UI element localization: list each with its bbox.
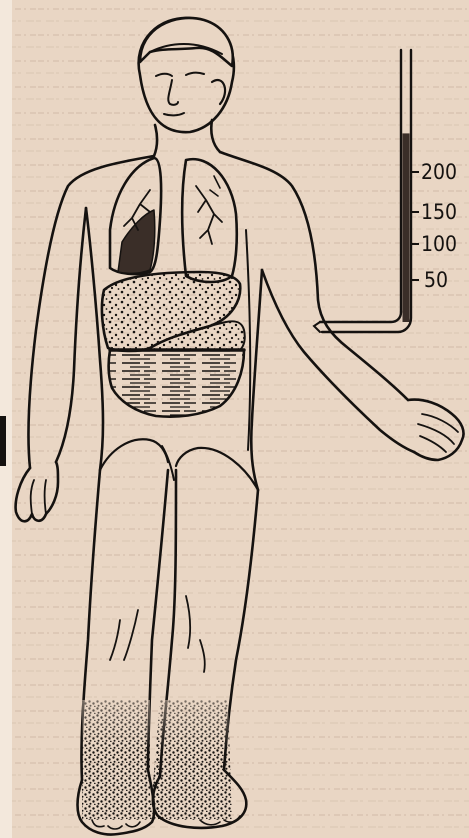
scale-label-150: 150 [421, 200, 457, 224]
manometer-fluid [403, 133, 410, 322]
scale-label-100: 100 [421, 232, 457, 256]
leg-edema [82, 680, 252, 830]
page-edge-mark [0, 416, 6, 466]
scale-label-50: 50 [424, 268, 448, 292]
scale-label-200: 200 [421, 160, 457, 184]
